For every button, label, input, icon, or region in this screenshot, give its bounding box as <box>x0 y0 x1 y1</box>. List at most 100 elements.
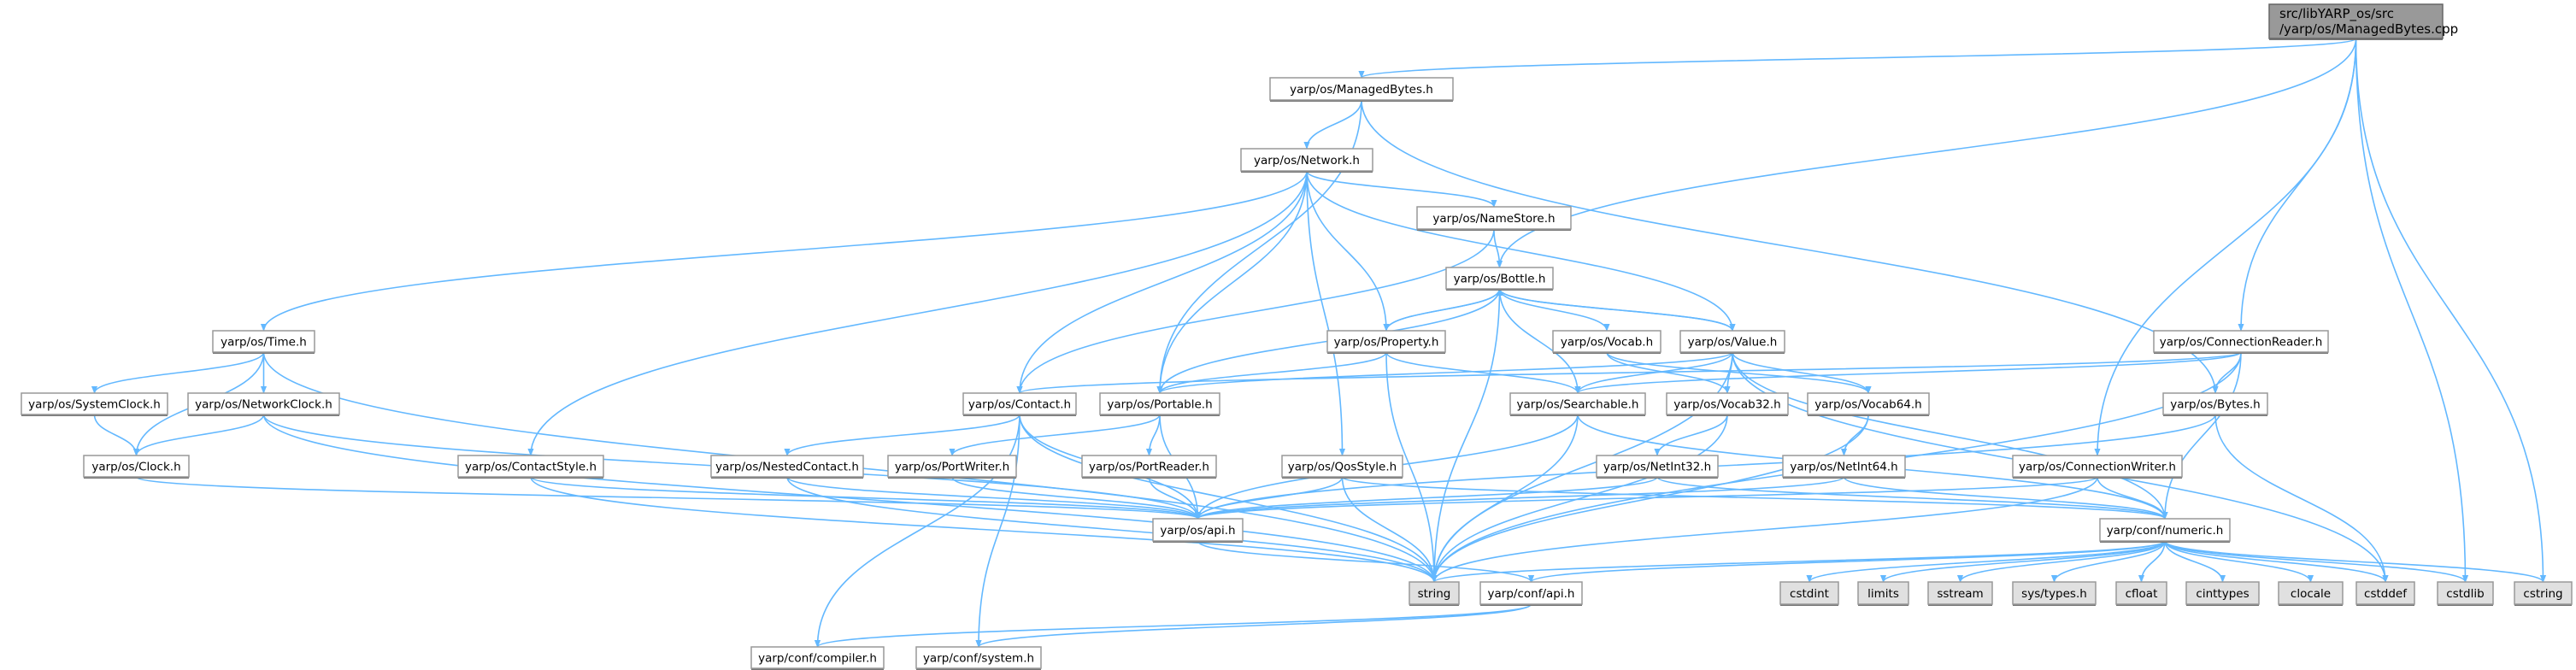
node-connreader[interactable]: yarp/os/ConnectionReader.h <box>2153 330 2329 354</box>
node-box <box>2278 581 2344 605</box>
edge-property-to-portable <box>1156 351 1387 394</box>
edge-connreader-to-numeric <box>2161 351 2242 520</box>
node-sstream[interactable]: sstream <box>1927 581 1993 606</box>
node-label: yarp/os/Value.h <box>1688 336 1778 350</box>
node-label: yarp/os/api.h <box>1160 524 1235 538</box>
node-label: /yarp/os/ManagedBytes.cpp <box>2279 21 2458 37</box>
edge-root-to-connreader <box>2238 38 2357 332</box>
node-vocab64[interactable]: yarp/os/Vocab64.h <box>1807 392 1930 416</box>
node-root[interactable]: src/libYARP_os/src/yarp/os/ManagedBytes.… <box>2268 3 2458 40</box>
node-box <box>915 646 1042 669</box>
edge-root-to-managedbytes <box>1358 38 2357 79</box>
edge-connwriter-to-string <box>1431 476 2098 583</box>
node-systemclock[interactable]: yarp/os/SystemClock.h <box>21 392 168 416</box>
node-value[interactable]: yarp/os/Value.h <box>1679 330 1785 354</box>
node-cstdint[interactable]: cstdint <box>1779 581 1839 606</box>
node-contact[interactable]: yarp/os/Contact.h <box>962 392 1077 416</box>
node-box <box>83 455 190 478</box>
edge-vocab32-to-string <box>1431 414 1728 583</box>
edge-connreader-to-contact <box>1016 351 2242 394</box>
node-managedbytes[interactable]: yarp/os/ManagedBytes.h <box>1269 77 1454 102</box>
edge-numeric-to-clocale <box>2164 540 2314 583</box>
node-box <box>2115 581 2167 605</box>
edge-contact-to-string <box>1019 414 1438 583</box>
node-label: cstdlib <box>2446 587 2484 601</box>
edge-contact-to-nestedcontact <box>784 414 1020 456</box>
node-label: yarp/os/PortWriter.h <box>895 461 1009 474</box>
node-bottle[interactable]: yarp/os/Bottle.h <box>1445 267 1554 291</box>
node-label: yarp/os/NetInt32.h <box>1603 461 1711 474</box>
node-box <box>962 392 1077 415</box>
node-portable[interactable]: yarp/os/Portable.h <box>1099 392 1220 416</box>
node-namestore[interactable]: yarp/os/NameStore.h <box>1416 206 1572 231</box>
node-box <box>2268 3 2444 39</box>
edge-network-to-contact <box>1016 170 1308 394</box>
node-netint32[interactable]: yarp/os/NetInt32.h <box>1596 455 1719 479</box>
edge-network-to-property <box>1306 170 1390 332</box>
edge-network-to-contactstyle <box>527 170 1308 456</box>
node-box <box>1099 392 1220 415</box>
node-cfloat[interactable]: cfloat <box>2115 581 2167 606</box>
node-numeric[interactable]: yarp/conf/numeric.h <box>2099 518 2231 543</box>
node-property[interactable]: yarp/os/Property.h <box>1326 330 1446 354</box>
edge-root-to-connwriter <box>2094 38 2357 456</box>
node-box <box>1269 77 1454 101</box>
node-label: cinttypes <box>2196 587 2249 601</box>
edge-portable-to-portwriter <box>949 414 1161 456</box>
edge-qosstyle-to-numeric <box>1341 476 2168 520</box>
node-label: string <box>1418 587 1451 601</box>
node-vocab32[interactable]: yarp/os/Vocab32.h <box>1666 392 1789 416</box>
edge-numeric-to-cstdint <box>1806 540 2166 583</box>
node-label: cstddef <box>2364 587 2408 601</box>
node-label: yarp/conf/system.h <box>923 652 1034 666</box>
node-qosstyle[interactable]: yarp/os/QosStyle.h <box>1281 455 1403 479</box>
edge-numeric-to-cfloat <box>2138 540 2166 583</box>
node-box <box>187 392 340 415</box>
node-cstddef[interactable]: cstddef <box>2355 581 2415 606</box>
node-systypes[interactable]: sys/types.h <box>2012 581 2097 606</box>
node-cstring[interactable]: cstring <box>2514 581 2573 606</box>
node-box <box>1782 455 1906 478</box>
node-box <box>2012 581 2097 605</box>
node-vocab[interactable]: yarp/os/Vocab.h <box>1552 330 1661 354</box>
node-searchable[interactable]: yarp/os/Searchable.h <box>1509 392 1646 416</box>
edge-networkclock-to-clock <box>132 414 265 456</box>
edge-numeric-to-cstdlib <box>2164 540 2468 583</box>
node-cstdlib[interactable]: cstdlib <box>2437 581 2494 606</box>
node-system[interactable]: yarp/conf/system.h <box>915 646 1042 670</box>
node-cinttypes[interactable]: cinttypes <box>2185 581 2260 606</box>
node-network[interactable]: yarp/os/Network.h <box>1240 148 1373 173</box>
node-netint64[interactable]: yarp/os/NetInt64.h <box>1782 455 1906 479</box>
edge-network-to-qosstyle <box>1306 170 1346 456</box>
node-portwriter[interactable]: yarp/os/PortWriter.h <box>887 455 1017 479</box>
node-networkclock[interactable]: yarp/os/NetworkClock.h <box>187 392 340 416</box>
node-bytes[interactable]: yarp/os/Bytes.h <box>2162 392 2268 416</box>
edge-network-to-portable <box>1156 170 1308 394</box>
node-label: yarp/os/ManagedBytes.h <box>1290 83 1433 97</box>
node-confapi[interactable]: yarp/conf/api.h <box>1479 581 1583 606</box>
edge-managedbytes-to-network <box>1303 99 1362 150</box>
edge-contact-to-compiler <box>814 414 1020 648</box>
node-box <box>1281 455 1403 478</box>
node-label: yarp/os/Property.h <box>1334 336 1439 350</box>
node-box <box>2437 581 2494 605</box>
nodes-layer: src/libYARP_os/src/yarp/os/ManagedBytes.… <box>21 3 2573 670</box>
edge-root-to-cstring <box>2355 38 2547 583</box>
node-string[interactable]: string <box>1409 581 1460 606</box>
node-limits[interactable]: limits <box>1857 581 1909 606</box>
node-label: yarp/os/SystemClock.h <box>28 398 161 412</box>
node-box <box>1445 267 1554 290</box>
node-clocale[interactable]: clocale <box>2278 581 2344 606</box>
node-box <box>1081 455 1217 478</box>
node-portreader[interactable]: yarp/os/PortReader.h <box>1081 455 1217 479</box>
node-compiler[interactable]: yarp/conf/compiler.h <box>750 646 885 670</box>
node-osapi[interactable]: yarp/os/api.h <box>1152 518 1244 543</box>
node-time[interactable]: yarp/os/Time.h <box>212 330 315 354</box>
node-nestedcontact[interactable]: yarp/os/NestedContact.h <box>710 455 864 479</box>
node-contactstyle[interactable]: yarp/os/ContactStyle.h <box>457 455 604 479</box>
node-clock[interactable]: yarp/os/Clock.h <box>83 455 190 479</box>
node-label: yarp/os/Searchable.h <box>1517 398 1639 412</box>
node-connwriter[interactable]: yarp/os/ConnectionWriter.h <box>2012 455 2183 479</box>
node-box <box>2514 581 2573 605</box>
node-label: sstream <box>1937 587 1983 601</box>
